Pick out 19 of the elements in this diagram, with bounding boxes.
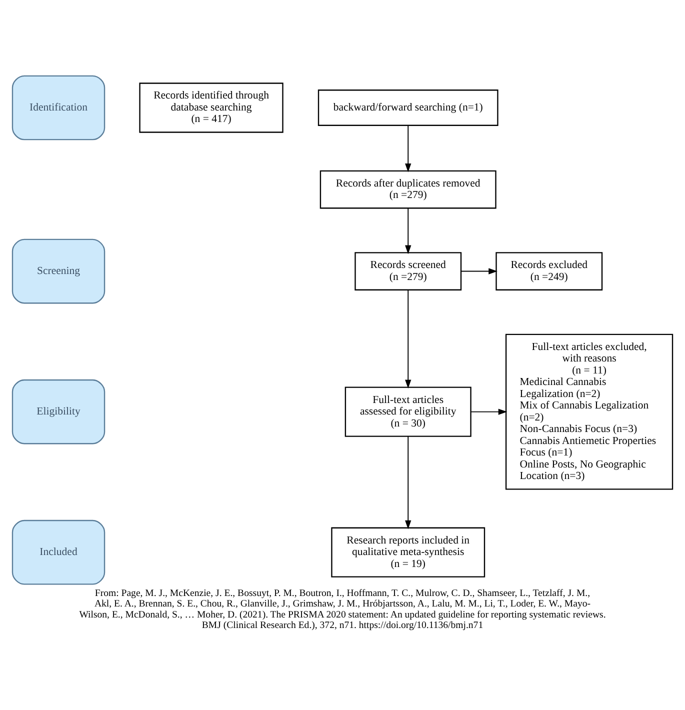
arrow (470, 408, 508, 414)
node-box: Records after duplicates removed (n =279) (320, 170, 496, 208)
node-box: Full-text articles excluded, with reasons (n = 11) Medicinal Cannabis Legalization (n=2) Mix of Cannabis Legalization (n=2) Non-Cannabis Focus (n=3) Cannabis Antiemetic Properties Focus (n=1) Online Posts, No Geographic Location (n=3) (505, 333, 674, 490)
arrow (405, 207, 412, 254)
caption: From: Page, M. J., McKenzie, J. E., Bossuyt, P. M., Boutron, I., Hoffmann, T. C., Mulrow, C. D., Shamseer, L., Tetzlaff, J. M., Akl, E. A., Brennan, S. E., Chou, R., Glanville, J., Grimshaw, J. M., Hróbjartsson, A., Lalu, M. M., Li, T., Loder, E. W., Mayo-Wilson, E., McDonald, S., … Moher, D. (2021). The PRISMA 2020 statement: An updated guideline for reporting systematic reviews. BMJ (Clinical Research Ed.), 372, n71. https://doi.org/10.1136/bmj.n71 (79, 587, 606, 631)
node-box: Records screened (n =279) (354, 252, 462, 290)
node-box: Research reports included in qualitative meta-synthesis (n = 19) (331, 526, 486, 577)
arrow (405, 435, 412, 529)
arrow (460, 268, 498, 274)
node-box: Identification (12, 74, 106, 140)
node-box: Screening (12, 238, 106, 304)
node-box: backward/forward searching (n=1) (318, 89, 498, 126)
node-box: Included (12, 519, 106, 584)
arrow (405, 289, 412, 388)
node-box: Full-text articles assessed for eligibility (n = 30) (344, 386, 472, 436)
arrow (405, 124, 412, 172)
node-box: Records identified through database searching (n = 417) (139, 82, 284, 132)
node-box: Records excluded (n =249) (496, 252, 603, 290)
node-box: Eligibility (12, 378, 106, 444)
